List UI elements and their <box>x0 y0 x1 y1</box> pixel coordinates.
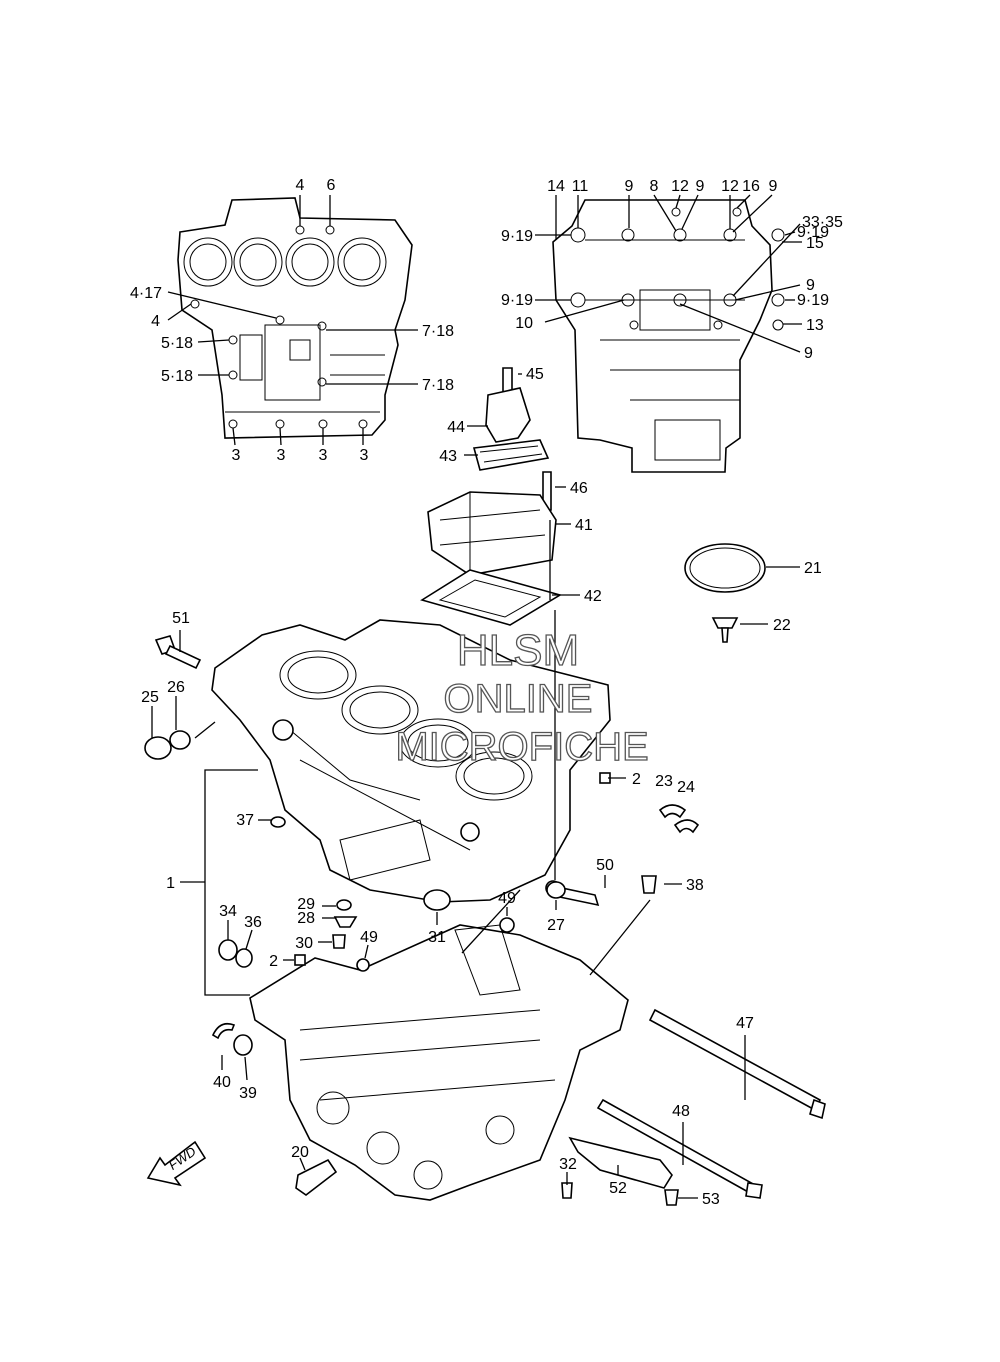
callout-27: 27 <box>547 917 565 934</box>
callout-7-18: 7·18 <box>422 323 454 340</box>
callout-31: 31 <box>428 929 446 946</box>
callout-2: 2 <box>269 953 278 970</box>
callout-15: 15 <box>806 235 824 252</box>
callout-48: 48 <box>672 1103 690 1120</box>
callout-9-19: 9·19 <box>797 292 829 309</box>
callout-2: 2 <box>632 771 641 788</box>
callout-9: 9 <box>804 345 813 362</box>
fwd-arrow-icon: FWD <box>146 1140 207 1187</box>
callout-42: 42 <box>584 588 602 605</box>
callout-9: 9 <box>696 178 705 195</box>
callout-46: 46 <box>570 480 588 497</box>
callout-50: 50 <box>596 857 614 874</box>
callout-28: 28 <box>297 910 315 927</box>
watermark-line3: MICROFICHE <box>395 725 648 769</box>
lower-inset-leaders <box>535 194 802 353</box>
callout-36: 36 <box>244 914 262 931</box>
callout-3: 3 <box>319 447 328 464</box>
callout-9-19: 9·19 <box>501 228 533 245</box>
callout-24: 24 <box>677 779 695 796</box>
watermark-line1: HLSM <box>457 626 579 675</box>
callout-12: 12 <box>671 178 689 195</box>
callout-9-19: 9·19 <box>501 292 533 309</box>
watermark: HLSM ONLINE MICROFICHE <box>395 625 650 769</box>
callout-25: 25 <box>141 689 159 706</box>
callout-6: 6 <box>327 177 336 194</box>
callout-7-18: 7·18 <box>422 377 454 394</box>
callout-20: 20 <box>291 1144 309 1161</box>
callout-8: 8 <box>650 178 659 195</box>
breather-cover-assembly <box>420 367 766 643</box>
upper-crankcase-inset <box>177 197 413 439</box>
callout-9: 9 <box>625 178 634 195</box>
callout-13: 13 <box>806 317 824 334</box>
callout-16: 16 <box>742 178 760 195</box>
callout-9: 9 <box>769 178 778 195</box>
callout-11: 11 <box>572 178 589 195</box>
watermark-line2: ONLINE <box>444 677 593 721</box>
callout-3: 3 <box>232 447 241 464</box>
callout-26: 26 <box>167 679 185 696</box>
callout-49: 49 <box>498 890 516 907</box>
callout-39: 39 <box>239 1085 257 1102</box>
lower-crankcase-inset <box>552 199 785 473</box>
callout-9-19: 9·19 <box>797 224 829 241</box>
callout-30: 30 <box>295 935 313 952</box>
callout-4: 4 <box>296 177 305 194</box>
callout-40: 40 <box>213 1074 231 1091</box>
callout-45: 45 <box>526 366 544 383</box>
callout-14: 14 <box>547 178 565 195</box>
callout-22: 22 <box>773 617 791 634</box>
lower-crankcase <box>249 924 629 1201</box>
callout-49: 49 <box>360 929 378 946</box>
callout-5-18: 5·18 <box>161 335 193 352</box>
callout-44: 44 <box>447 419 465 436</box>
callout-3: 3 <box>277 447 286 464</box>
callout-37: 37 <box>236 812 254 829</box>
upper-crankcase <box>211 619 611 903</box>
callout-5-18: 5·18 <box>161 368 193 385</box>
callout-9: 9 <box>806 277 815 294</box>
callout-52: 52 <box>609 1180 627 1197</box>
callout-47: 47 <box>736 1015 754 1032</box>
callout-38: 38 <box>686 877 704 894</box>
callout-4-17: 4·17 <box>130 285 162 302</box>
callout-12: 12 <box>721 178 739 195</box>
callout-10: 10 <box>515 315 533 332</box>
callout-29: 29 <box>297 896 315 913</box>
callout-3: 3 <box>360 447 369 464</box>
callout-34: 34 <box>219 903 237 920</box>
callout-32: 32 <box>559 1156 577 1173</box>
callout-53: 53 <box>702 1191 720 1208</box>
main-leaders <box>151 610 746 1199</box>
callout-21: 21 <box>804 560 822 577</box>
callout-labels: 4 6 4·17 4 5·18 5·18 7·18 7·18 3 3 3 3 1… <box>130 177 843 1208</box>
breather-leaders <box>464 373 800 625</box>
callout-1: 1 <box>166 875 175 892</box>
callout-51: 51 <box>172 610 190 627</box>
small-parts <box>144 635 826 1206</box>
upper-inset-leaders <box>167 195 418 446</box>
callout-43: 43 <box>439 448 457 465</box>
callout-41: 41 <box>575 517 593 534</box>
callout-33-35: 33·35 <box>802 214 843 231</box>
callout-4: 4 <box>151 313 160 330</box>
callout-23: 23 <box>655 773 673 790</box>
